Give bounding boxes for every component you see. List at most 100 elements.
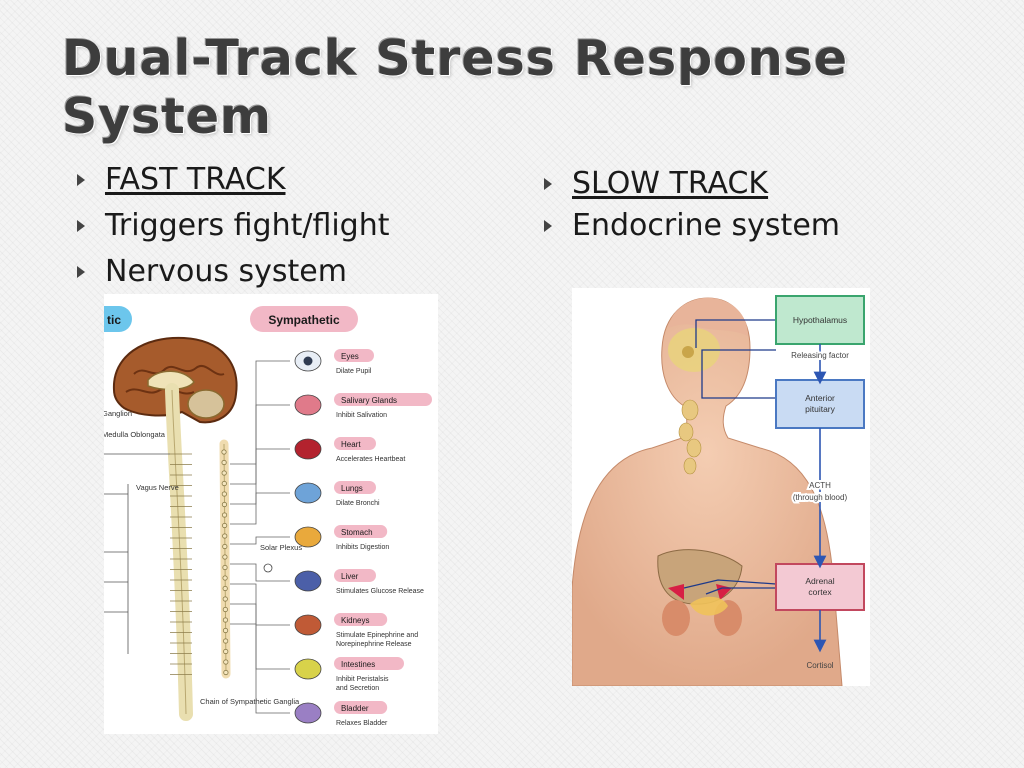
- organ-name-tab: [334, 613, 388, 626]
- organ-effect: Stimulates Glucose Release: [336, 588, 424, 595]
- cortisol-label: Cortisol: [806, 661, 833, 670]
- connector-lines: [683, 319, 777, 595]
- ganglion-label: Ganglion: [104, 409, 132, 418]
- organ-effect: Dilate Pupil: [336, 368, 372, 375]
- bullet-text: Nervous system: [105, 254, 347, 289]
- organ-name: Salivary Glands: [341, 396, 397, 405]
- organ-effect: Dilate Bronchi: [336, 500, 380, 507]
- organ-effect: Accelerates Heartbeat: [336, 456, 405, 463]
- acth-label-line2: (through blood): [793, 493, 848, 502]
- bullet-text: Endocrine system: [572, 208, 840, 243]
- slow-track-list: SLOW TRACK Endocrine system: [542, 166, 840, 250]
- nervous-system-figure: tic Sympathetic Ganglion Medulla Oblonga…: [84, 294, 438, 734]
- bullet-fight-flight: Triggers fight/flight: [75, 208, 390, 254]
- bullet-arrow-icon: [77, 266, 85, 278]
- organ-effect: Inhibit Peristalsis: [336, 676, 389, 683]
- nervous-system-diagram: tic Sympathetic Ganglion Medulla Oblonga…: [84, 306, 432, 727]
- nerve-line: [230, 603, 290, 670]
- medulla-label: Medulla Oblongata: [104, 430, 166, 439]
- box-label: cortex: [808, 587, 832, 597]
- organ-name: Heart: [341, 440, 361, 449]
- intestines-icon: [294, 658, 322, 680]
- slide-title: Dual-Track Stress Response System: [62, 30, 849, 145]
- organ-name: Lungs: [341, 484, 363, 493]
- vagus-nerve-label: Vagus Nerve: [136, 483, 179, 492]
- nerve-line: [230, 536, 290, 545]
- slow-track-heading: SLOW TRACK: [572, 166, 769, 201]
- kidneys-icon: [294, 614, 322, 636]
- bullet-endocrine-system: Endocrine system: [542, 208, 840, 250]
- parasympathetic-tab-label: tic: [107, 313, 121, 327]
- sympathetic-tab: [250, 306, 358, 332]
- liver-icon: [294, 570, 322, 592]
- organ-effect: Inhibits Digestion: [336, 544, 389, 551]
- bullet-arrow-icon: [544, 220, 552, 232]
- hpa-axis-pathway: HypothalamusAnteriorpituitaryAdrenalcort…: [775, 295, 865, 670]
- releasing-factor-label: Releasing factor: [791, 351, 849, 360]
- spinal-nerves: [170, 449, 229, 676]
- bullet-arrow-icon: [544, 178, 552, 190]
- nerve-line: [230, 623, 290, 714]
- endocrine-diagram: HypothalamusAnteriorpituitaryAdrenalcort…: [571, 295, 865, 687]
- pupil: [303, 356, 313, 366]
- fast-track-heading: FAST TRACK: [105, 162, 286, 197]
- organ-name-tab: [334, 481, 376, 494]
- organ-name-tab: [334, 657, 404, 670]
- salivary-gland-icon: [294, 394, 322, 416]
- organ-name: Bladder: [341, 704, 369, 713]
- brain-icon: [112, 336, 238, 424]
- organ-name: Liver: [341, 572, 359, 581]
- organ-effect-line2: Norepinephrine Release: [336, 641, 412, 648]
- organ-effect: Relaxes Bladder: [336, 720, 388, 727]
- fast-track-list: FAST TRACK Triggers fight/flight Nervous…: [75, 162, 390, 300]
- bullet-nervous-system: Nervous system: [75, 254, 390, 300]
- bullet-fast-track: FAST TRACK: [75, 162, 390, 208]
- organ-name-tab: [334, 437, 376, 450]
- nerve-line: [230, 563, 290, 582]
- organ-effect-line2: and Secretion: [336, 685, 379, 692]
- nerve-line: [230, 404, 290, 485]
- organ-name-tab: [334, 569, 376, 582]
- box-label: Adrenal: [805, 576, 834, 586]
- bullet-arrow-icon: [77, 174, 85, 186]
- lungs-icon: [294, 482, 322, 504]
- nerve-line: [230, 492, 290, 525]
- organ-name-tab: [334, 393, 432, 406]
- organ-name: Stomach: [341, 528, 373, 537]
- organ-name: Eyes: [341, 352, 359, 361]
- bladder-icon: [294, 702, 322, 724]
- box-hypothalamus: [775, 295, 865, 345]
- stomach-icon: [294, 526, 322, 548]
- organ-name: Kidneys: [341, 616, 369, 625]
- nerve-line: [230, 448, 290, 505]
- bullet-text: Triggers fight/flight: [105, 208, 390, 243]
- nerve-line: [230, 583, 290, 626]
- vagus-lines: [104, 453, 170, 654]
- heart-icon: [294, 438, 322, 460]
- organ-effect: Inhibit Salivation: [336, 412, 387, 419]
- sympathetic-tab-label: Sympathetic: [268, 313, 340, 327]
- solar-plexus-node: [263, 563, 273, 573]
- bullet-arrow-icon: [77, 220, 85, 232]
- organ-effect: Stimulate Epinephrine and: [336, 632, 418, 639]
- organ-name-tab: [334, 525, 388, 538]
- nerve-line: [230, 360, 290, 465]
- box-label: pituitary: [805, 404, 836, 414]
- organ-name-tab: [334, 349, 374, 362]
- box-label: Anterior: [805, 393, 835, 403]
- organ-name-tab: [334, 701, 388, 714]
- solar-plexus-label: Solar Plexus: [260, 543, 302, 552]
- chain-label: Chain of Sympathetic Ganglia: [200, 697, 300, 706]
- bullet-slow-track: SLOW TRACK: [542, 166, 840, 208]
